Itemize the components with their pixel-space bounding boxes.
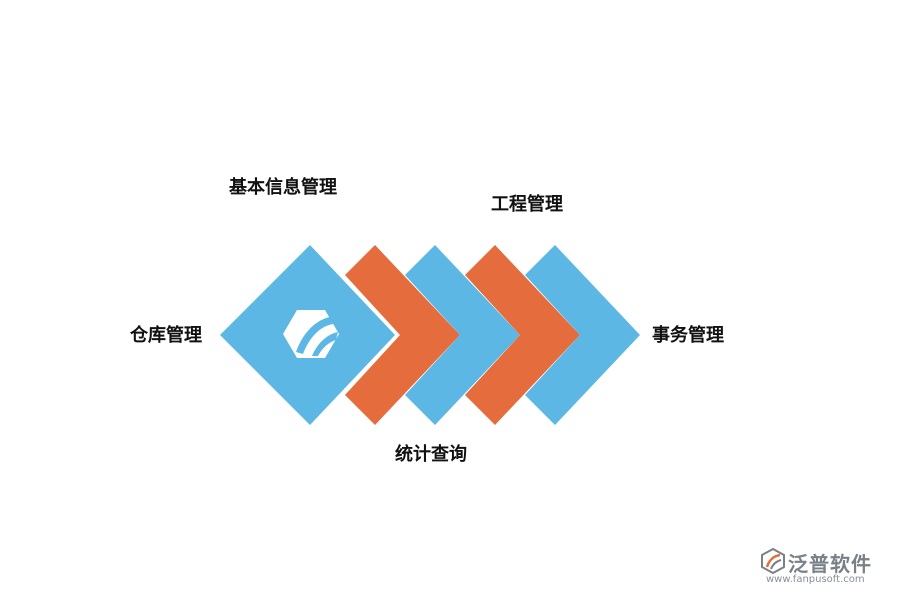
chevron-blue-1 — [405, 245, 520, 335]
chevron-orange-2 — [465, 245, 580, 335]
chevron-blue-1-lower — [405, 335, 520, 425]
chevron-blue-2-lower — [525, 335, 640, 425]
chevron-orange-2-lower — [465, 335, 580, 425]
label-warehouse: 仓库管理 — [130, 325, 202, 346]
label-engineering: 工程管理 — [491, 194, 563, 215]
label-statistics: 统计查询 — [395, 444, 467, 465]
label-basic-info: 基本信息管理 — [229, 177, 337, 198]
label-affairs: 事务管理 — [652, 325, 724, 346]
watermark-brand: 泛普软件 — [788, 552, 872, 576]
watermark-url: www.fanpusoft.com — [766, 574, 865, 585]
chevron-orange-1 — [345, 245, 460, 335]
company-logo-icon — [283, 310, 339, 358]
watermark: 泛普软件 www.fanpusoft.com — [760, 546, 890, 592]
fanpu-logo-icon — [761, 548, 785, 574]
chevron-orange-1-lower — [345, 335, 460, 425]
chevron-blue-2 — [525, 245, 640, 335]
